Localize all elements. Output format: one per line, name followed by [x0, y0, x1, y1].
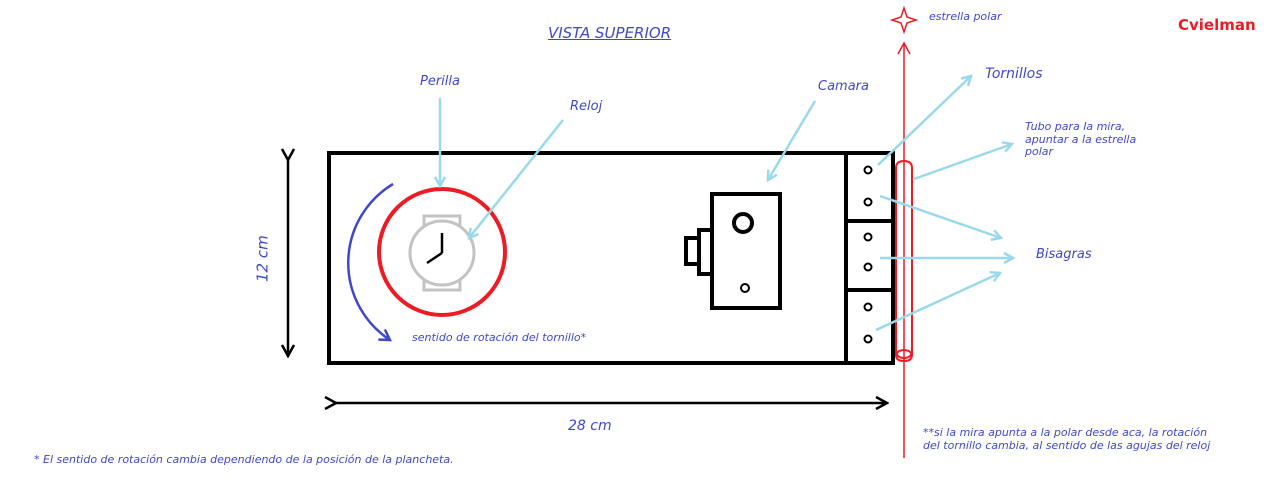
screw-hole: [863, 334, 873, 344]
footnote-clockwise: **si la mira apunta a la polar desde aca…: [923, 426, 1211, 452]
star-label: estrella polar: [929, 10, 1002, 23]
hinges-label: Bisagras: [1036, 247, 1092, 262]
hinge-pointer-arrow-3: [875, 273, 1000, 332]
screw-hole: [863, 197, 873, 207]
screws-pointer-arrow: [877, 76, 971, 166]
screw-hole: [863, 165, 873, 175]
camera-label: Camara: [818, 79, 869, 94]
knob-ring: [377, 187, 507, 317]
clock-label: Reloj: [570, 99, 603, 114]
screw-hole: [863, 302, 873, 312]
screw-hole: [863, 262, 873, 272]
screws-label: Tornillos: [985, 66, 1043, 82]
rotation-label: sentido de rotación del tornillo*: [412, 331, 587, 344]
star-icon: [889, 5, 919, 35]
rotation-arc: [347, 182, 394, 340]
knob-label: Perilla: [420, 74, 460, 89]
camera-icon: [684, 192, 782, 310]
camera-pointer-arrow: [768, 100, 817, 180]
height-label: 12 cm: [253, 235, 272, 282]
hinge-pointer-arrow-1: [879, 194, 1001, 238]
screw-hole: [863, 232, 873, 242]
clock-pointer-arrow: [469, 119, 564, 238]
tube-label: Tubo para la mira, apuntar a la estrella…: [1025, 120, 1137, 159]
tube-pointer-arrow: [913, 144, 1012, 181]
clock-icon: [408, 214, 476, 292]
diagram-title: VISTA SUPERIOR: [548, 24, 672, 42]
author-signature: Cvielman: [1178, 16, 1256, 34]
width-label: 28 cm: [568, 418, 612, 434]
footnote-rotation: * El sentido de rotación cambia dependie…: [34, 453, 454, 466]
